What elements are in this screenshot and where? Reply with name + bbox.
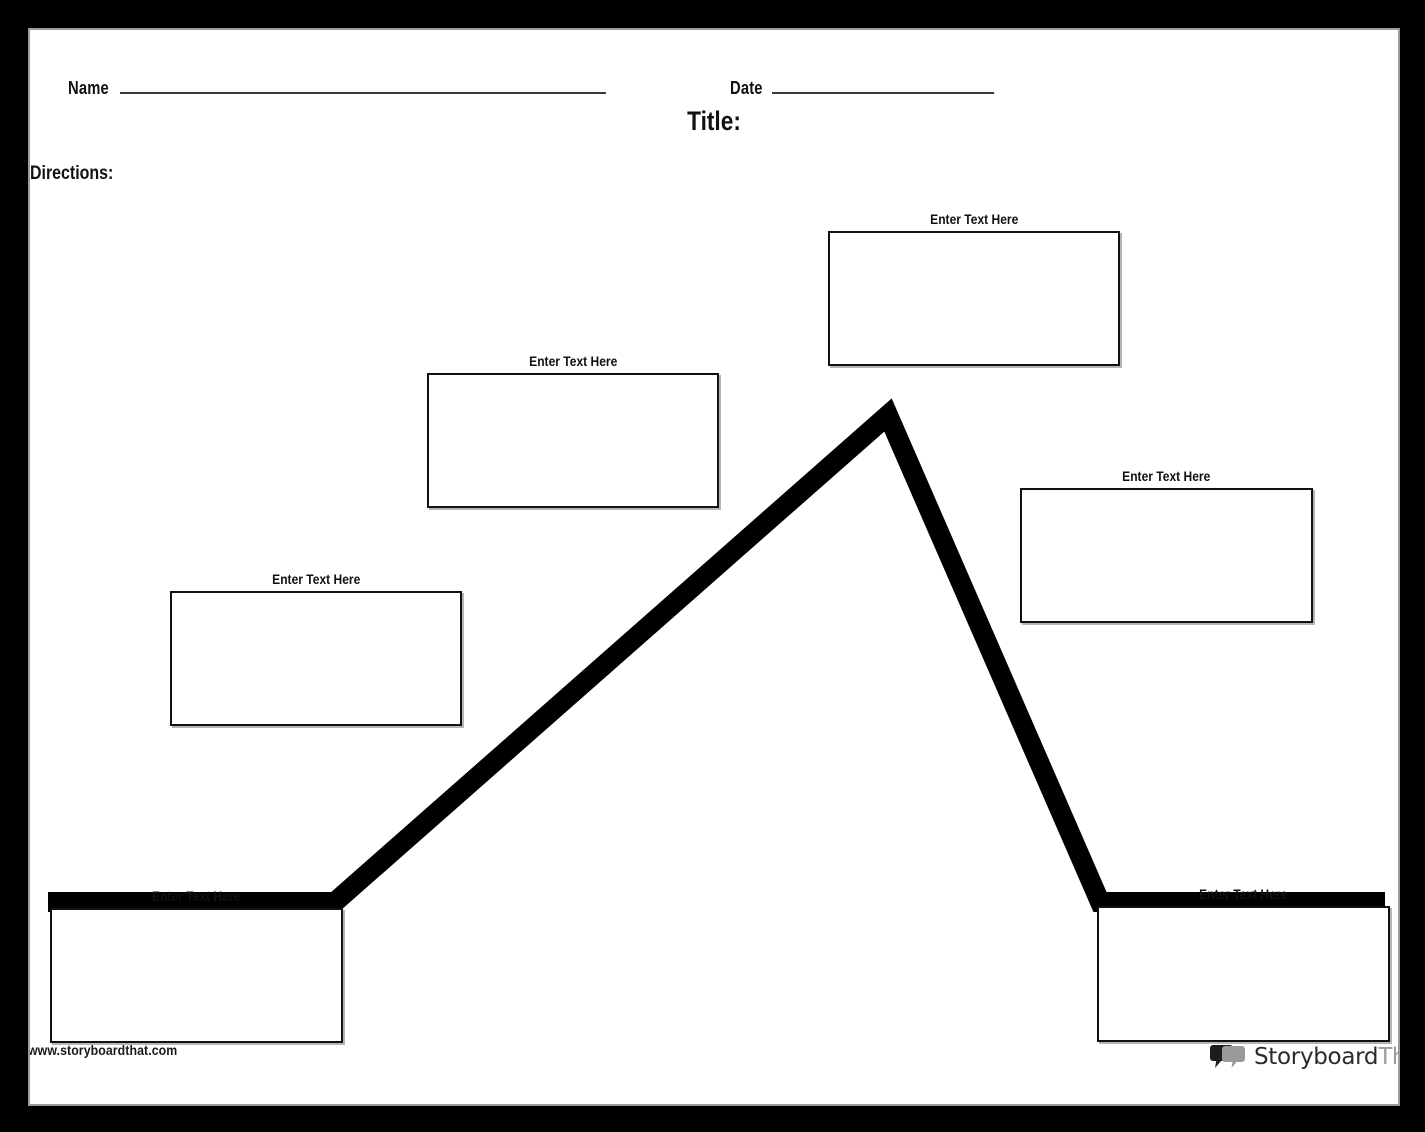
speech-bubbles-icon bbox=[1210, 1045, 1245, 1068]
name-input[interactable] bbox=[119, 92, 606, 94]
textbox-falling-action[interactable] bbox=[1020, 488, 1313, 623]
logo-wordmark: StoryboardThat bbox=[1254, 1043, 1398, 1070]
page-title[interactable]: Title: bbox=[30, 106, 1398, 137]
textbox-rising-action-2[interactable] bbox=[427, 373, 719, 508]
textbox-group-rising-action-2: Enter Text Here bbox=[427, 352, 719, 508]
page-title-label: Title: bbox=[687, 106, 741, 136]
logo-wordmark-part2: That bbox=[1378, 1043, 1398, 1070]
textbox-group-falling-action: Enter Text Here bbox=[1020, 467, 1313, 623]
textbox-label-resolution: Enter Text Here bbox=[1199, 886, 1288, 902]
date-input[interactable] bbox=[771, 92, 994, 94]
worksheet-page: Name Date Title: Directions: Enter Text … bbox=[30, 30, 1398, 1104]
textbox-label-rising-action-1: Enter Text Here bbox=[271, 571, 361, 587]
textbox-label-exposition: Enter Text Here bbox=[152, 888, 241, 904]
textbox-rising-action-1[interactable] bbox=[170, 591, 462, 726]
storyboardthat-logo[interactable]: StoryboardThat bbox=[1210, 1044, 1398, 1070]
textbox-resolution[interactable] bbox=[1097, 906, 1390, 1042]
textbox-climax[interactable] bbox=[828, 231, 1120, 366]
textbox-group-exposition: Enter Text Here bbox=[50, 887, 343, 1043]
textbox-label-falling-action: Enter Text Here bbox=[1122, 468, 1211, 484]
textbox-group-climax: Enter Text Here bbox=[828, 210, 1120, 366]
textbox-label-rising-action-2: Enter Text Here bbox=[528, 353, 618, 369]
directions-label[interactable]: Directions: bbox=[30, 163, 129, 185]
date-label: Date bbox=[730, 78, 763, 98]
textbox-label-climax: Enter Text Here bbox=[929, 211, 1019, 227]
textbox-group-resolution: Enter Text Here bbox=[1097, 885, 1390, 1042]
footer-url-text: www.storyboardthat.com bbox=[30, 1042, 178, 1058]
date-field-row: Date bbox=[730, 78, 994, 99]
name-field-row: Name bbox=[68, 78, 606, 99]
directions-label-text: Directions: bbox=[30, 163, 114, 184]
textbox-exposition[interactable] bbox=[50, 908, 343, 1043]
textbox-group-rising-action-1: Enter Text Here bbox=[170, 570, 462, 726]
footer-url[interactable]: www.storyboardthat.com bbox=[30, 1042, 198, 1058]
logo-wordmark-part1: Storyboard bbox=[1254, 1043, 1379, 1070]
name-label: Name bbox=[68, 78, 109, 98]
